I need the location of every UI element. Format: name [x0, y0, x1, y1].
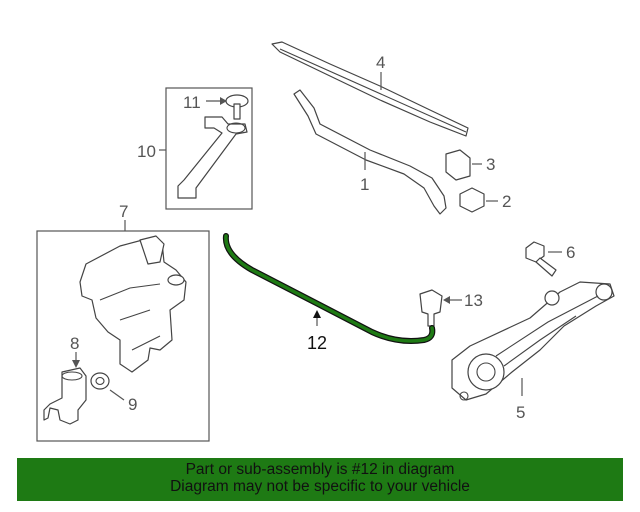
part-8-pump-top	[61, 371, 83, 381]
part-10-ring	[226, 122, 246, 134]
part-5-motor-inner	[476, 362, 496, 382]
part-12-hose-outline	[222, 233, 436, 344]
part-6-group: 6	[525, 241, 575, 277]
part-8-pump	[43, 367, 87, 425]
callout-6: 6	[566, 243, 575, 262]
part-13-connector	[419, 289, 443, 327]
part-7-detail	[99, 283, 161, 351]
part-5-group: 5	[451, 281, 615, 422]
part-10-group: 10 11	[137, 87, 253, 210]
part-5-pivot-mid	[544, 290, 560, 306]
part-13-arrow	[443, 296, 450, 304]
callout-9: 9	[128, 395, 137, 414]
banner-line-2: Diagram may not be specific to your vehi…	[170, 478, 470, 495]
part-7-box	[36, 230, 210, 442]
part-5-rod	[495, 295, 599, 357]
part-3-group: 3	[445, 149, 495, 181]
part-7-neck	[139, 235, 165, 265]
part-11-arrow	[220, 97, 227, 105]
callout-13: 13	[464, 291, 483, 310]
part-5-rod-2	[503, 315, 577, 367]
part-7-group: 7	[36, 202, 210, 442]
callout-5: 5	[516, 403, 525, 422]
part-12-arrow	[313, 310, 321, 318]
callout-2: 2	[502, 192, 511, 211]
part-9-grommet	[90, 372, 110, 390]
callout-7: 7	[119, 202, 128, 221]
part-9-leader	[109, 389, 125, 401]
callout-12: 12	[307, 333, 327, 353]
part-5-motor	[467, 353, 505, 391]
info-banner: Part or sub-assembly is #12 in diagram D…	[17, 458, 623, 501]
callout-3: 3	[486, 155, 495, 174]
callout-10: 10	[137, 142, 156, 161]
part-9-grommet-inner	[95, 376, 105, 386]
part-1-arm	[293, 89, 447, 215]
part-6-bolt-shank	[535, 257, 557, 277]
callout-1: 1	[360, 175, 369, 194]
part-1-group: 1	[293, 89, 447, 215]
part-11-stem	[233, 103, 241, 120]
part-12-hose	[224, 234, 435, 343]
part-7-reservoir	[79, 237, 187, 373]
part-10-box	[165, 87, 253, 210]
part-6-bolt-head	[525, 241, 545, 263]
part-12-group: 12	[222, 233, 436, 353]
part-5-pivot-right	[595, 283, 613, 301]
callout-8: 8	[70, 334, 79, 353]
part-3-cap	[445, 149, 471, 181]
banner-line-1: Part or sub-assembly is #12 in diagram	[185, 461, 455, 478]
part-10-arm	[177, 116, 248, 199]
part-2-nut	[459, 187, 485, 213]
part-2-group: 2	[459, 187, 511, 213]
callout-4: 4	[376, 53, 385, 72]
part-5-mount-left	[459, 391, 469, 401]
part-8-arrow	[72, 360, 80, 368]
part-13-group: 13	[419, 289, 483, 327]
callout-11: 11	[183, 93, 201, 112]
part-9-group: 9	[90, 372, 137, 414]
part-8-group: 8	[43, 334, 87, 425]
part-4-blade-edge	[279, 48, 467, 133]
part-4-group: 4	[271, 41, 469, 137]
part-7-cap	[167, 274, 185, 286]
